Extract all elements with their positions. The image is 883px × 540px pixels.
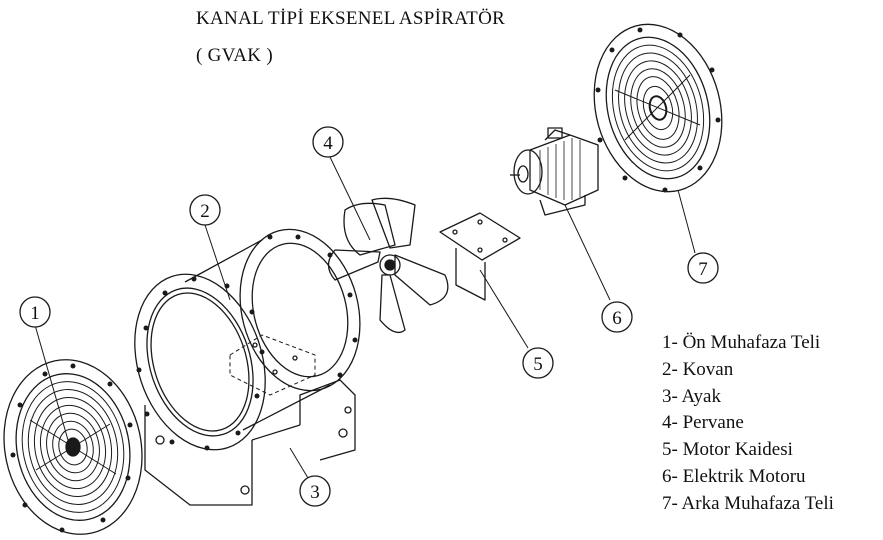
callout-2: 2 (189, 194, 221, 226)
rear-guard-part (593, 23, 723, 193)
svg-text:6: 6 (612, 308, 622, 329)
legend-item-electric-motor: 6- Elektrik Motoru (662, 465, 806, 487)
legend-item-front-guard: 1- Ön Muhafaza Teli (662, 332, 821, 353)
callout-4: 4 (312, 126, 344, 158)
svg-text:1: 1 (30, 303, 40, 324)
svg-text:7: 7 (698, 259, 708, 280)
legend-item-rear-guard: 7- Arka Muhafaza Teli (662, 492, 834, 514)
svg-text:4: 4 (323, 133, 333, 154)
impeller-part (327, 197, 449, 334)
parts-legend: 1- Ön Muhafaza Teli 2- Kovan 3- Ayak 4- … (662, 330, 834, 518)
diagram-title: KANAL TİPİ EKSENEL ASPİRATÖR (196, 8, 506, 29)
callout-6: 6 (601, 301, 633, 333)
svg-text:2: 2 (200, 201, 210, 222)
legend-item-impeller: 4- Pervane (662, 412, 744, 434)
leader-lines (34, 156, 696, 479)
legend-item-motor-base: 5- Motor Kaidesi (662, 439, 793, 461)
callout-1: 1 (19, 296, 51, 328)
callout-3: 3 (299, 475, 331, 507)
svg-text:5: 5 (533, 354, 543, 375)
motor-base-part (439, 212, 521, 301)
housing-part (134, 228, 361, 506)
svg-text:3: 3 (310, 482, 320, 503)
front-guard-part (3, 359, 143, 535)
legend-item-housing: 2- Kovan (662, 358, 734, 380)
callout-7: 7 (687, 252, 719, 284)
legend-item-foot: 3- Ayak (662, 385, 721, 407)
diagram-subtitle: ( GVAK ) (196, 45, 273, 66)
callout-5: 5 (522, 347, 554, 379)
electric-motor-part (510, 127, 599, 216)
